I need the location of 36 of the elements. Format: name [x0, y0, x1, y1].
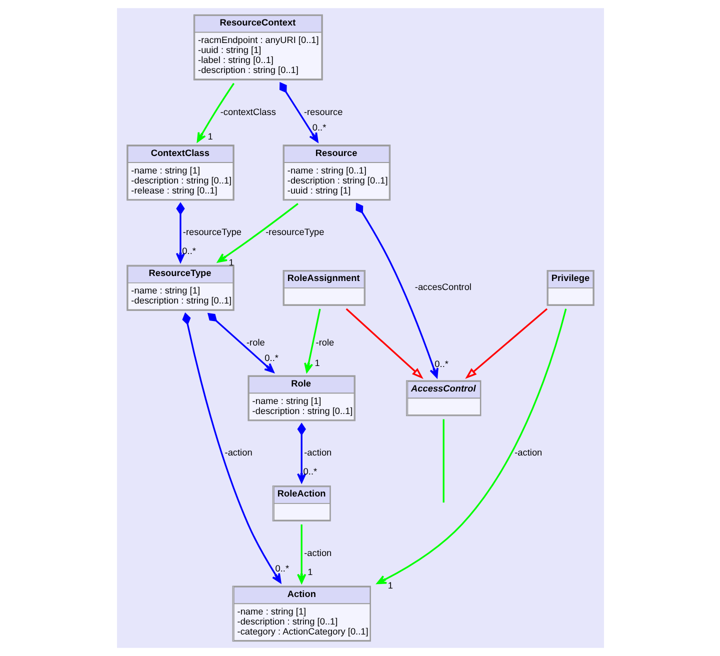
edge-label: -resourceType	[265, 227, 324, 238]
label: 1	[314, 358, 320, 368]
arrow	[296, 524, 306, 584]
edge-label: -resource	[303, 106, 342, 117]
label: 1	[207, 131, 212, 142]
edge-label: -action	[224, 448, 252, 458]
label: 1	[387, 580, 392, 591]
label: 0..*	[312, 122, 326, 133]
arrow	[345, 308, 423, 379]
edge-label: -role	[246, 337, 264, 348]
arrow	[196, 82, 234, 142]
arrow	[216, 202, 298, 263]
label: 0..*	[302, 466, 317, 476]
edge-label: -role	[315, 337, 334, 348]
label: 0..*	[182, 246, 196, 256]
arrow	[376, 308, 566, 584]
edge-label: -action	[304, 548, 332, 558]
label: 1	[307, 566, 312, 577]
label: 0..*	[434, 359, 448, 369]
label: 0..*	[264, 353, 278, 364]
edge-label: -resourceType	[182, 227, 242, 238]
label: 1	[228, 257, 234, 268]
arrow	[296, 422, 306, 484]
arrow	[304, 308, 320, 373]
edge-label: -contextClass	[220, 106, 276, 117]
arrow	[464, 308, 548, 379]
connector	[442, 419, 444, 503]
arrow	[206, 312, 274, 373]
arrow	[182, 312, 281, 584]
edge-label: -action	[304, 448, 332, 458]
arrow	[355, 202, 438, 378]
edge-label: -action	[514, 448, 542, 458]
edge-label: -accesControl	[414, 282, 471, 292]
label: 0..*	[274, 563, 289, 574]
arrow	[175, 202, 185, 263]
arrow	[278, 82, 318, 142]
